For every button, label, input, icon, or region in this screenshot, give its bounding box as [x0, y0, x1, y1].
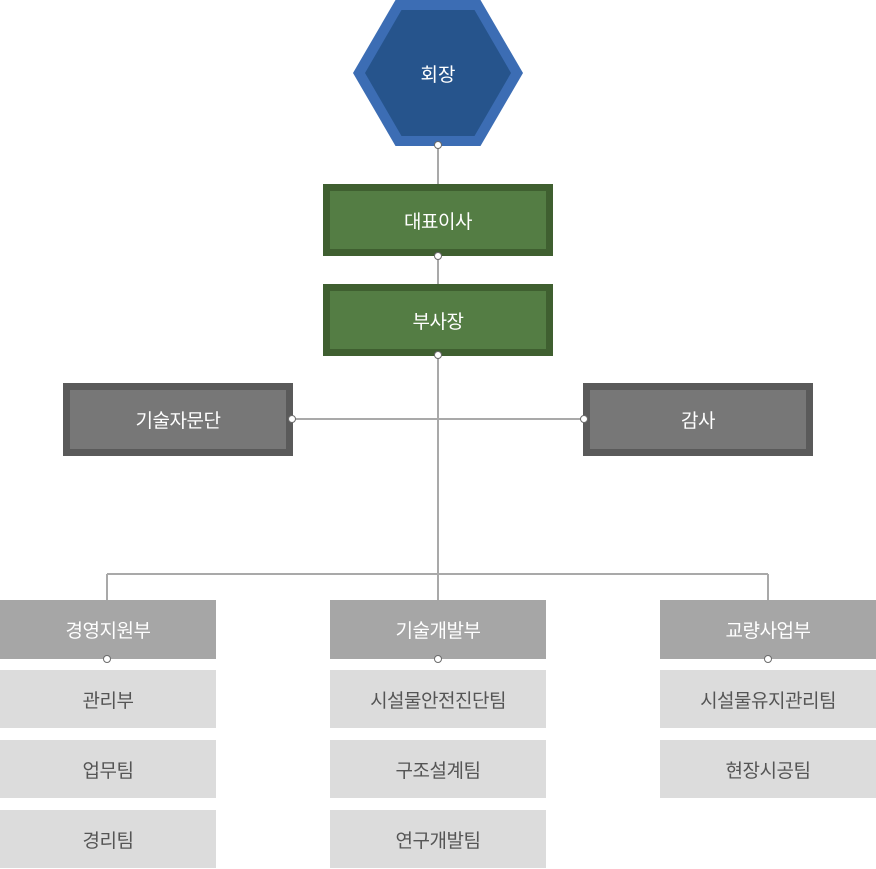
division-label: 교량사업부	[725, 620, 811, 642]
connector-dot	[764, 655, 772, 663]
connector-dot	[434, 252, 442, 260]
ceo-label: 대표이사	[404, 210, 472, 233]
team-node: 시설물안전진단팀	[330, 670, 546, 728]
chairman-node: 회장	[353, 0, 523, 146]
connector-dot	[434, 141, 442, 149]
chairman-label: 회장	[420, 63, 456, 86]
team-node: 경리팀	[0, 810, 216, 868]
team-node: 현장시공팀	[660, 740, 876, 798]
team-label: 경리팀	[82, 829, 134, 852]
connector-dot	[288, 415, 296, 423]
connector-dot	[434, 351, 442, 359]
advisory-label: 기술자문단	[135, 410, 221, 432]
division-node: 기술개발부	[330, 600, 546, 659]
team-label: 시설물안전진단팀	[370, 689, 506, 712]
connector-dot	[434, 655, 442, 663]
division-node: 경영지원부	[0, 600, 216, 659]
audit-node: 감사	[583, 383, 813, 456]
connector-dot	[103, 655, 111, 663]
team-node: 구조설계팀	[330, 740, 546, 798]
team-node: 관리부	[0, 670, 216, 728]
team-node: 연구개발팀	[330, 810, 546, 868]
team-label: 시설물유지관리팀	[700, 689, 836, 712]
division-label: 기술개발부	[395, 620, 481, 642]
team-label: 구조설계팀	[395, 759, 481, 782]
team-label: 업무팀	[82, 759, 134, 782]
team-node: 시설물유지관리팀	[660, 670, 876, 728]
team-label: 현장시공팀	[725, 759, 811, 782]
division-label: 경영지원부	[65, 620, 151, 642]
ceo-node: 대표이사	[323, 184, 553, 256]
advisory-node: 기술자문단	[63, 383, 293, 456]
vice-president-node: 부사장	[323, 284, 553, 356]
team-label: 관리부	[82, 689, 134, 712]
connector-dot	[580, 415, 588, 423]
chairman-hexagon-inner	[365, 10, 511, 136]
team-node: 업무팀	[0, 740, 216, 798]
vice-president-label: 부사장	[412, 310, 464, 333]
audit-label: 감사	[681, 410, 715, 432]
division-node: 교량사업부	[660, 600, 876, 659]
team-label: 연구개발팀	[395, 829, 481, 852]
